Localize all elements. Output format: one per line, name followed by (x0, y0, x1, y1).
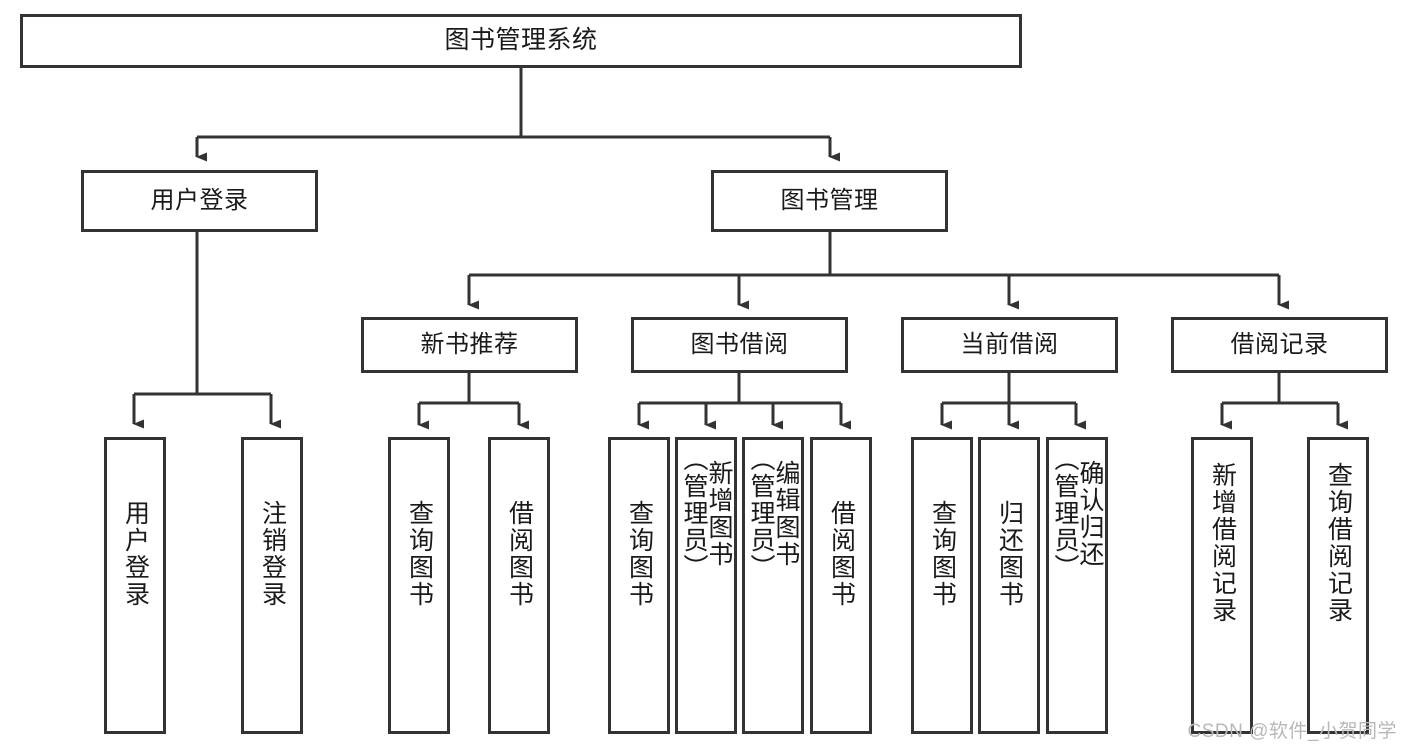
node-new-book-recommend[interactable]: 新书推荐 (361, 317, 578, 373)
node-book-management[interactable]: 图书管理 (711, 170, 948, 232)
leaf-add-book-label: 新增图书 （管理员） (680, 446, 733, 581)
leaf-query-book-2-label: 查询图书 (625, 500, 654, 608)
node-book-borrow[interactable]: 图书借阅 (631, 317, 848, 373)
node-root-label: 图书管理系统 (444, 26, 598, 55)
leaf-borrow-book-1-label: 借阅图书 (505, 500, 534, 608)
leaf-query-book-3[interactable]: 查询图书 (911, 437, 973, 734)
leaf-query-record[interactable]: 查询借阅记录 (1307, 437, 1369, 734)
leaf-logout[interactable]: 注销登录 (241, 437, 303, 734)
leaf-edit-book-label: 编辑图书 （管理员） (747, 446, 800, 581)
leaf-return-book[interactable]: 归还图书 (978, 437, 1040, 734)
leaf-edit-book[interactable]: 编辑图书 （管理员） (742, 437, 804, 734)
leaf-confirm-return[interactable]: 确认归还 （管理员） (1046, 437, 1108, 734)
leaf-borrow-book-1[interactable]: 借阅图书 (488, 437, 550, 734)
csdn-watermark: CSDN @软件_小贺同学 (1187, 721, 1397, 742)
node-book-borrow-label: 图书借阅 (690, 330, 789, 358)
leaf-add-record-label: 新增借阅记录 (1208, 462, 1237, 624)
leaf-return-book-label: 归还图书 (995, 500, 1024, 608)
node-book-management-label: 图书管理 (780, 186, 879, 214)
node-user-login-label: 用户登录 (150, 186, 249, 214)
leaf-logout-label: 注销登录 (258, 500, 287, 608)
leaf-add-record[interactable]: 新增借阅记录 (1191, 437, 1253, 734)
leaf-user-login[interactable]: 用户登录 (104, 437, 166, 734)
leaf-query-book-1-label: 查询图书 (405, 500, 434, 608)
leaf-user-login-label: 用户登录 (121, 500, 150, 608)
leaf-borrow-book-2[interactable]: 借阅图书 (810, 437, 872, 734)
node-borrow-record[interactable]: 借阅记录 (1171, 317, 1388, 373)
node-root[interactable]: 图书管理系统 (20, 14, 1022, 68)
node-current-borrow[interactable]: 当前借阅 (901, 317, 1118, 373)
node-user-login[interactable]: 用户登录 (81, 170, 318, 232)
node-current-borrow-label: 当前借阅 (960, 330, 1059, 358)
leaf-borrow-book-2-label: 借阅图书 (827, 500, 856, 608)
node-new-book-recommend-label: 新书推荐 (420, 330, 519, 358)
leaf-add-book[interactable]: 新增图书 （管理员） (675, 437, 737, 734)
leaf-query-book-3-label: 查询图书 (928, 500, 957, 608)
leaf-query-record-label: 查询借阅记录 (1324, 462, 1353, 624)
leaf-query-book-2[interactable]: 查询图书 (608, 437, 670, 734)
leaf-confirm-return-label: 确认归还 （管理员） (1051, 446, 1104, 581)
node-borrow-record-label: 借阅记录 (1230, 330, 1329, 358)
leaf-query-book-1[interactable]: 查询图书 (388, 437, 450, 734)
